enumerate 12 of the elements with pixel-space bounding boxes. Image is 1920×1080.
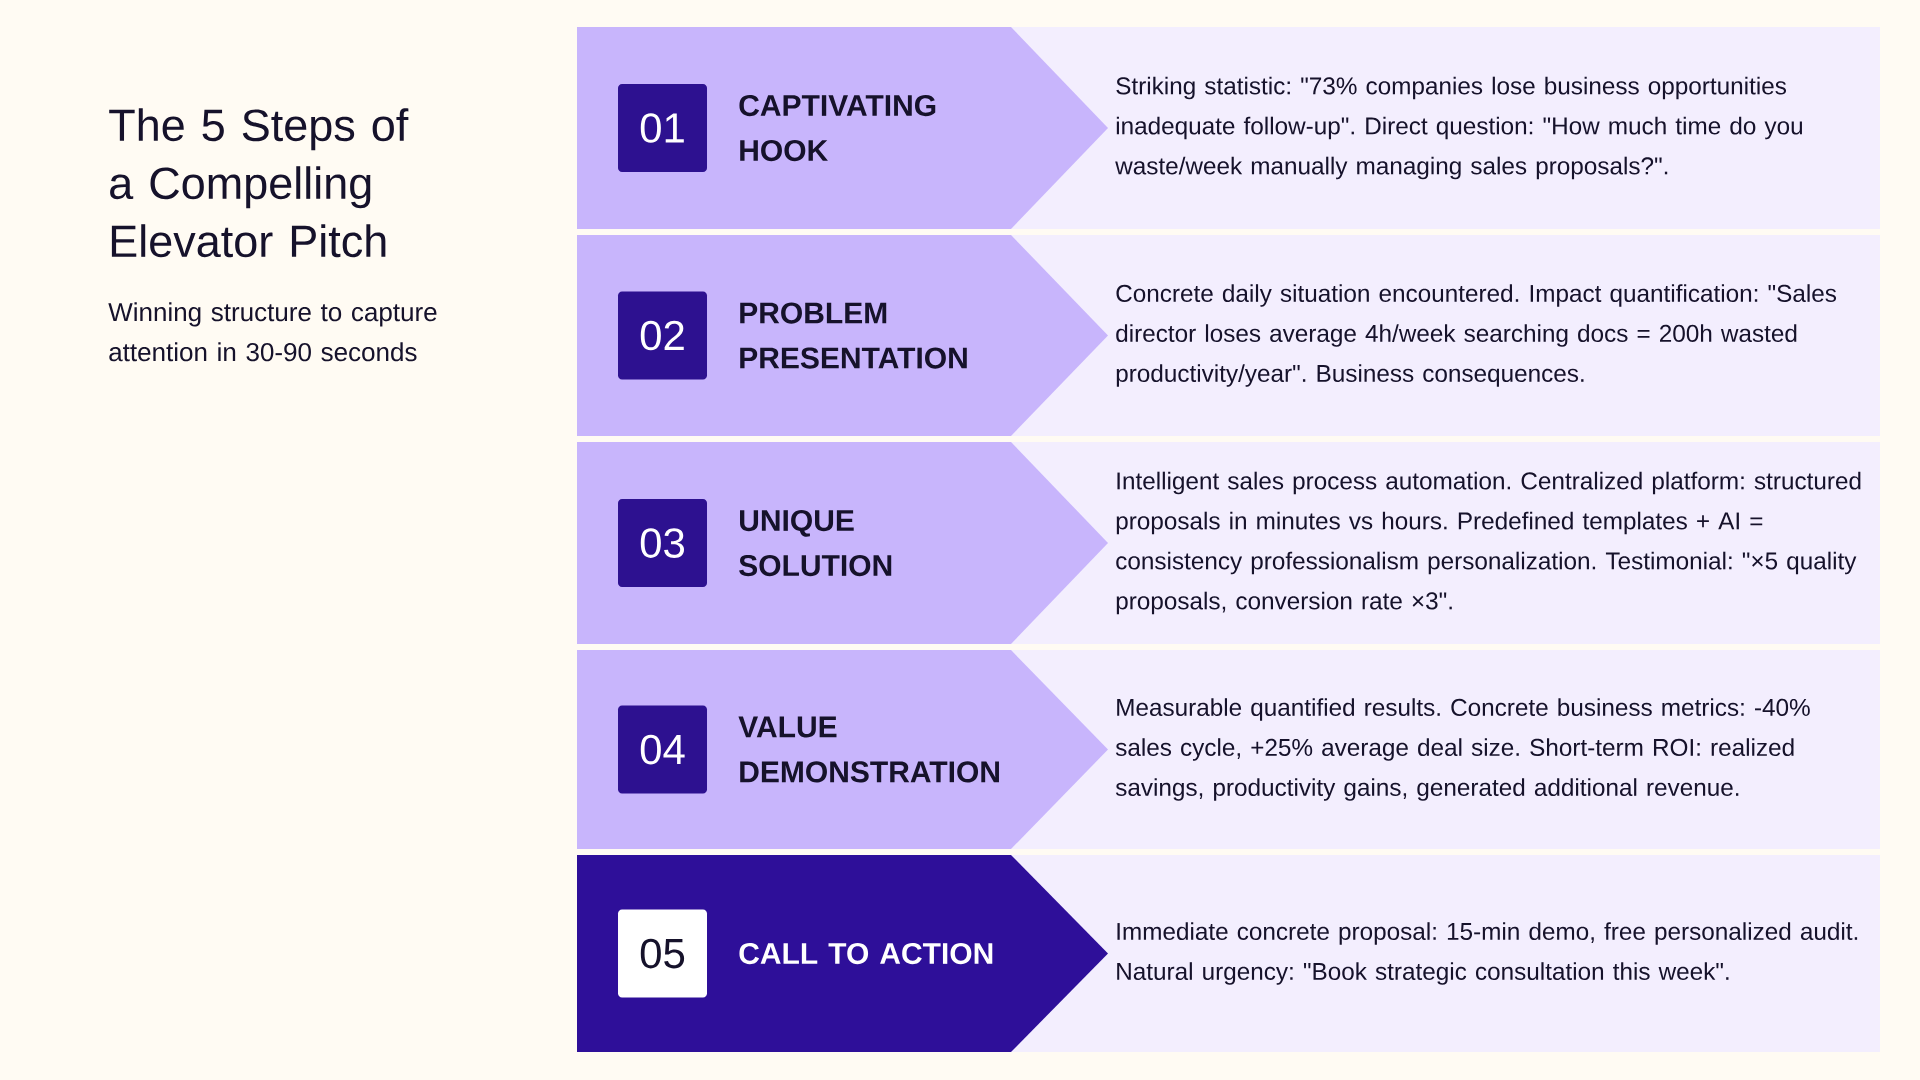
subtitle: Winning structure to capture attention in 30-90 seconds — [108, 302, 437, 362]
description-panel: Intelligent sales process automation. Centralized platform: structured proposals in minutes vs hours. Predefined templates + AI = consistency professionalism personalization. Testimonial: "×5 quality proposals, conversion rate ×3". — [1011, 442, 1880, 644]
number-badge: 02 — [618, 291, 707, 380]
description-panel: Concrete daily situation encountered. Impact quantification: "Sales director loses average 4h/week searching docs = 200h wasted productivity/year". Business consequences. — [1011, 235, 1880, 436]
description-panel: Measurable quantified results. Concrete business metrics: -40% sales cycle, +25% average deal size. Short-term ROI: realized savings, productivity gains, generated additional revenue. — [1011, 650, 1880, 849]
number-badge: 01 — [618, 84, 707, 172]
number-badge: 04 — [618, 705, 707, 794]
title: The 5 Steps of a Compelling Elevator Pitch — [109, 108, 409, 258]
number-badge: 03 — [618, 499, 707, 587]
number-badge: 05 — [618, 909, 707, 998]
description-panel: Striking statistic: "73% companies lose business opportunities inadequate follow-up". Direct question: "How much time do you waste/week manually managing sales proposals?". — [1011, 27, 1880, 229]
description-panel: Immediate concrete proposal: 15-min demo, free personalized audit. Natural urgency: "Book strategic consultation this week". — [1011, 855, 1880, 1052]
